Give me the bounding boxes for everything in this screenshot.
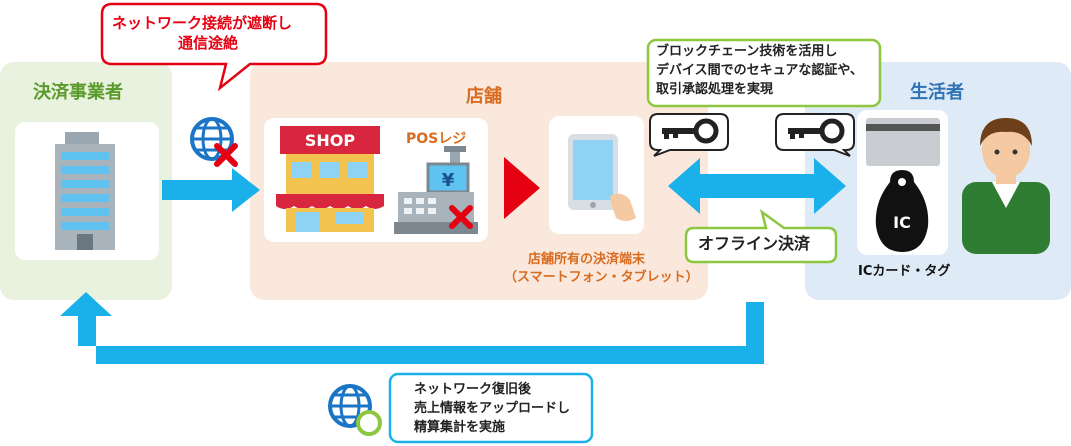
return-arrow	[60, 292, 764, 364]
double-arrow	[668, 158, 846, 214]
recovery-callout-line2: 売上情報をアップロードし	[414, 401, 571, 416]
blockchain-callout-line1: ブロックチェーン技術を活用し	[656, 44, 838, 59]
pos-screen-text: ¥	[442, 170, 455, 191]
building-icon	[55, 132, 115, 250]
recovery-callout-line1: ネットワーク復旧後	[414, 382, 532, 397]
store-title: 店舗	[466, 86, 502, 107]
recovery-callout-bubble	[388, 372, 594, 444]
arrow-company-to-store	[162, 168, 260, 212]
tablet-icon	[568, 134, 636, 221]
check-icon	[356, 410, 382, 436]
disconnected-callout-line1: ネットワーク接続が遮断し	[112, 14, 293, 32]
key-icon	[662, 118, 719, 144]
key-bubble-left	[649, 113, 729, 157]
key-bubble-right	[775, 113, 855, 157]
pos-register-icon: ¥	[394, 146, 478, 234]
ic-tag-icon: IC	[875, 170, 929, 252]
ic-card-icon	[866, 118, 940, 166]
person-icon	[962, 118, 1050, 254]
x-mark-icon	[214, 143, 238, 167]
offline-callout-bubble	[684, 208, 838, 264]
terminal-caption-line2: （スマートフォン・タブレット）	[504, 270, 699, 285]
payment-company-title: 決済事業者	[33, 82, 123, 103]
red-triangle-arrow	[504, 157, 540, 219]
consumer-title: 生活者	[910, 82, 964, 103]
blockchain-callout-bubble	[646, 38, 882, 108]
shop-icon: SHOP	[276, 126, 384, 232]
disconnected-callout-line2: 通信途絶	[178, 34, 239, 52]
offline-payment-label: オフライン決済	[698, 234, 811, 253]
recovery-callout-line3: 精算集計を実施	[414, 420, 506, 435]
terminal-caption-line1: 店舗所有の決済端末	[528, 252, 646, 267]
pos-label: POSレジ	[406, 131, 467, 147]
pos-x-mark-icon	[449, 205, 473, 229]
blockchain-callout-line2: デバイス間でのセキュアな認証や、	[656, 63, 863, 78]
blockchain-callout-line3: 取引承認処理を実現	[656, 82, 774, 97]
shop-sign-text: SHOP	[305, 131, 356, 150]
globe-icon	[190, 117, 234, 161]
ic-card-caption: ICカード・タグ	[858, 264, 951, 279]
ic-chip-text: IC	[893, 213, 911, 232]
disconnected-callout-bubble	[100, 2, 328, 92]
key-icon	[788, 118, 845, 144]
